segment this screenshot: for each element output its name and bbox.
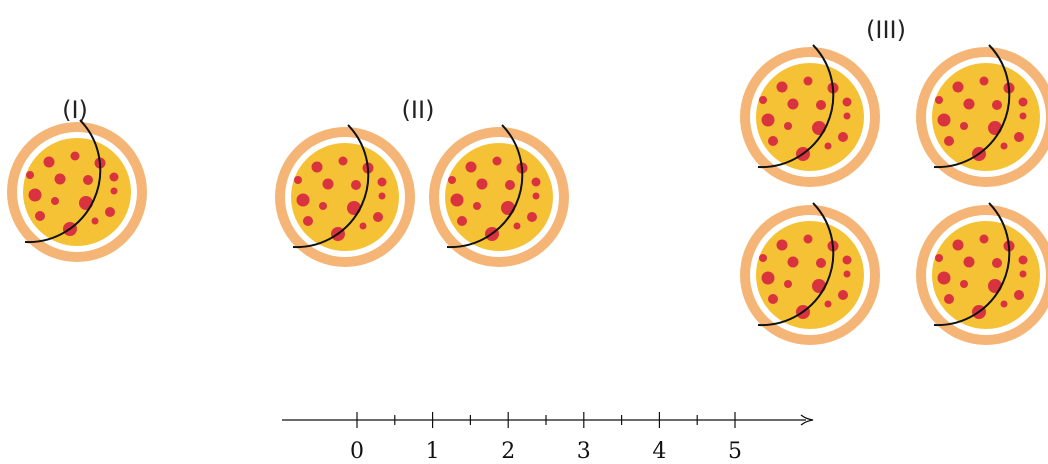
pizza-icon [916, 45, 1048, 187]
pizza-icon [740, 45, 880, 187]
group-three: (III) [740, 16, 1048, 345]
pizza-icon [916, 203, 1048, 345]
group-one-label: (I) [62, 96, 88, 124]
number-line: 0 1 2 3 4 5 [282, 412, 813, 464]
tick-label: 0 [350, 439, 364, 464]
tick-label: 5 [728, 439, 742, 464]
group-two-label: (II) [402, 96, 435, 124]
tick-label: 3 [577, 439, 591, 464]
group-one: (I) [7, 96, 147, 262]
tick-label: 1 [426, 439, 440, 464]
group-two: (II) [275, 96, 569, 267]
pizza-icon [275, 125, 415, 267]
pizza-icon [7, 120, 147, 262]
pizza-icon [429, 125, 569, 267]
pizza-icon [740, 203, 880, 345]
tick-label: 2 [501, 439, 515, 464]
tick-label: 4 [652, 439, 666, 464]
group-three-label: (III) [866, 16, 906, 44]
